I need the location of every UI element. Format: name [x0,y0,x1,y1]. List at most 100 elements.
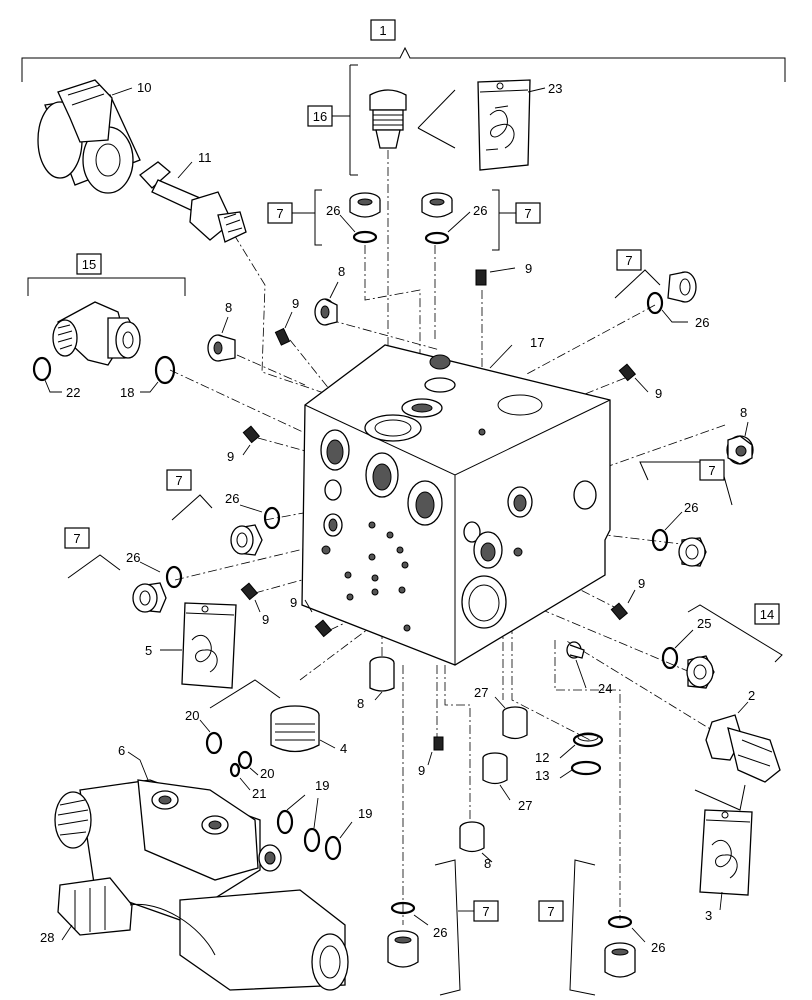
bushing-27-upper: 27 [474,685,528,740]
plug-kit-top-right: 26 7 [421,189,541,251]
plug-8-bottom: 8 [357,656,395,711]
callout-9-r: 9 [655,386,662,401]
callout-28: 28 [40,930,54,945]
plug-kit-bottom-right: 7 26 [538,859,665,996]
solenoid-stem: 11 [139,150,247,243]
kit-7-box-rm [699,459,725,481]
callout-18: 18 [120,385,134,400]
relief-valve-cartridge: 16 [307,64,456,176]
seal-kit-bag-3: 3 [694,784,753,923]
callout-20b: 20 [260,766,274,781]
plug-kit-left-upper: 7 26 [166,469,281,556]
set-screw-9-top: 9 [274,296,299,346]
callout-20a: 20 [185,708,199,723]
plug-4: 4 [209,679,347,756]
callout-26-ll: 26 [126,550,140,565]
callout-21: 21 [252,786,266,801]
kit-7-label-lu: 7 [175,473,182,488]
plug-8-top: 8 [314,264,345,326]
callout-9-rm: 9 [638,576,645,591]
screw-24: 24 [566,641,612,696]
kit-15-label: 15 [82,257,96,272]
callout-9-mb: 9 [290,595,297,610]
set-screw-9-ml: 9 [240,582,269,627]
callout-8-bot: 8 [484,856,491,871]
kit-7-label-br: 7 [547,904,554,919]
kit-7-box-lu [166,469,192,491]
seal-kit-bag-23: 23 [477,79,562,171]
plug-kit-top-left: 7 26 [267,189,381,246]
kit-15-box [76,253,102,275]
kit-7-label-ru: 7 [625,253,632,268]
o-rings-19: 19 19 [276,778,372,861]
callout-9-l: 9 [227,449,234,464]
directional-valve-6: 6 28 [40,743,349,991]
assembly-label-box [370,19,396,41]
callout-26-tr: 26 [473,203,487,218]
set-screw-9-topc: 9 [475,261,532,286]
callout-13: 13 [535,768,549,783]
callout-4: 4 [340,741,347,756]
callout-22: 22 [66,385,80,400]
assembly-bracket: 1 [21,19,786,82]
callout-12: 12 [535,750,549,765]
fitting-kit-14: 14 25 [661,603,783,689]
callout-24: 24 [598,681,612,696]
kit-7-label-tr: 7 [524,206,531,221]
plug-kit-right-middle: 7 26 [639,459,733,567]
plug-8-right: 8 [726,405,754,465]
set-screw-9-mb: 9 [290,595,333,638]
kit-7-label-rm: 7 [708,463,715,478]
callout-8-r: 8 [740,405,747,420]
kit-16-label: 16 [313,109,327,124]
plug-kit-right-upper: 7 26 [614,249,709,330]
kit-7-label-tl: 7 [276,206,283,221]
callout-9-topc: 9 [525,261,532,276]
set-screw-9-bottom: 9 [418,736,444,778]
callout-5: 5 [145,643,152,658]
callout-17-group: 17 [489,335,544,369]
kit-7-label-bl: 7 [482,904,489,919]
callout-26-ru: 26 [695,315,709,330]
fitting-2: 2 [705,688,781,783]
callout-8-top: 8 [338,264,345,279]
callout-3: 3 [705,908,712,923]
seal-12-13: 12 13 [535,732,604,783]
callout-2: 2 [748,688,755,703]
callout-25: 25 [697,616,711,631]
callout-8-b: 8 [357,696,364,711]
callout-11: 11 [198,150,212,165]
manifold-block [301,344,611,666]
kit-14-box [754,603,780,625]
callout-26-lu: 26 [225,491,239,506]
plug-8-lower: 8 [459,821,493,871]
elbow-fitting-kit-15: 15 22 18 [27,253,186,400]
bushing-27-lower: 27 [482,752,532,813]
callout-27b: 27 [518,798,532,813]
callout-10: 10 [137,80,151,95]
callout-8-left: 8 [225,300,232,315]
kit-7-label-ll: 7 [73,531,80,546]
plug-kit-left-lower: 7 26 [64,527,183,613]
callout-19a: 19 [315,778,329,793]
callout-26-rm: 26 [684,500,698,515]
callout-19b: 19 [358,806,372,821]
kit-7-box-ll [64,527,90,549]
callout-6: 6 [118,743,125,758]
callout-26-bl: 26 [433,925,447,940]
callout-26-br: 26 [651,940,665,955]
kit-7-box-ru [616,249,642,271]
set-screw-9-rm: 9 [610,576,645,621]
set-screw-9-left: 9 [227,425,261,464]
set-screw-9-right: 9 [618,363,662,401]
plug-8-left: 8 [207,300,236,362]
assembly-label: 1 [379,23,386,38]
kit-7-box-br [538,900,564,922]
solenoid-coil: 10 [37,79,151,194]
callout-9-top: 9 [292,296,299,311]
plug-kit-bottom-left: 7 26 [387,859,499,996]
o-rings-20-21: 20 20 21 [185,708,274,801]
callout-17: 17 [530,335,544,350]
callout-9-ml: 9 [262,612,269,627]
